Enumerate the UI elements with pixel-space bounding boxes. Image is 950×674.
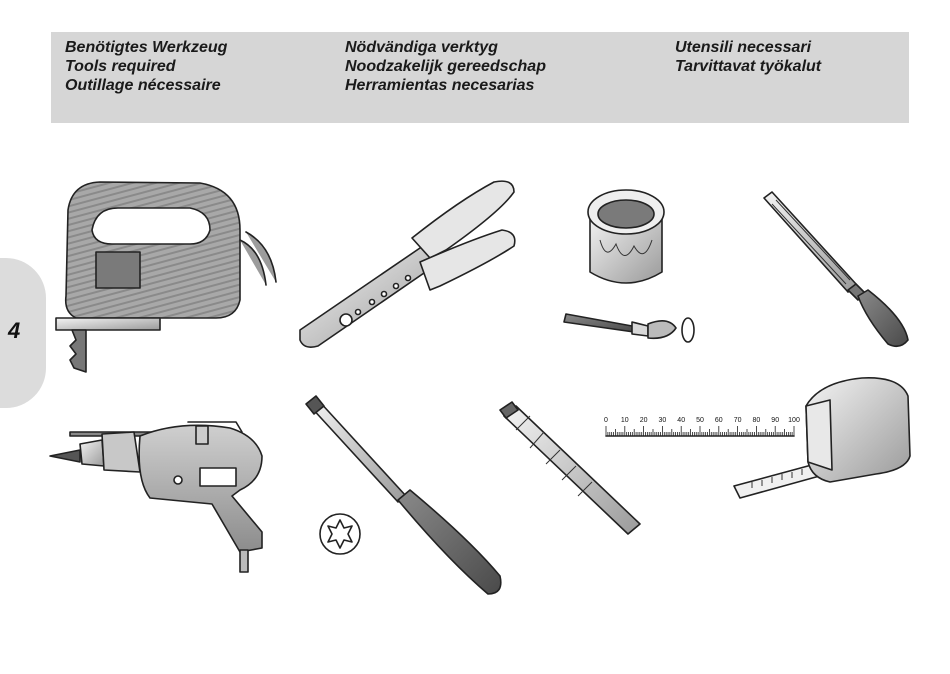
ruler-label: 90 (771, 417, 779, 424)
ruler-label: 70 (734, 417, 742, 424)
file-tool-icon (764, 192, 908, 346)
ruler-label: 80 (753, 417, 761, 424)
ruler-label: 20 (640, 417, 648, 424)
ruler-label: 30 (659, 417, 667, 424)
jigsaw-icon (56, 182, 276, 372)
wire-stripper-pliers-icon (300, 181, 515, 347)
ruler-label: 10 (621, 417, 629, 424)
drill-bit-icon (500, 402, 640, 534)
power-drill-icon (50, 422, 262, 572)
tape-measure-icon (734, 378, 910, 498)
torx-screwdriver-icon (306, 396, 501, 594)
ruler-label: 40 (677, 417, 685, 424)
ruler-ticks (606, 426, 794, 436)
ruler-label: 50 (696, 417, 704, 424)
ruler-label: 60 (715, 417, 723, 424)
ruler-label: 0 (604, 417, 608, 424)
ruler-labels: 0 10 20 30 40 50 60 70 80 90 100 (604, 417, 800, 424)
ruler-label: 100 (788, 417, 800, 424)
paint-pot-icon (588, 190, 664, 283)
paint-brush-icon (564, 314, 694, 342)
ruler-scale: 0 10 20 30 40 50 60 70 80 90 100 (604, 417, 800, 436)
